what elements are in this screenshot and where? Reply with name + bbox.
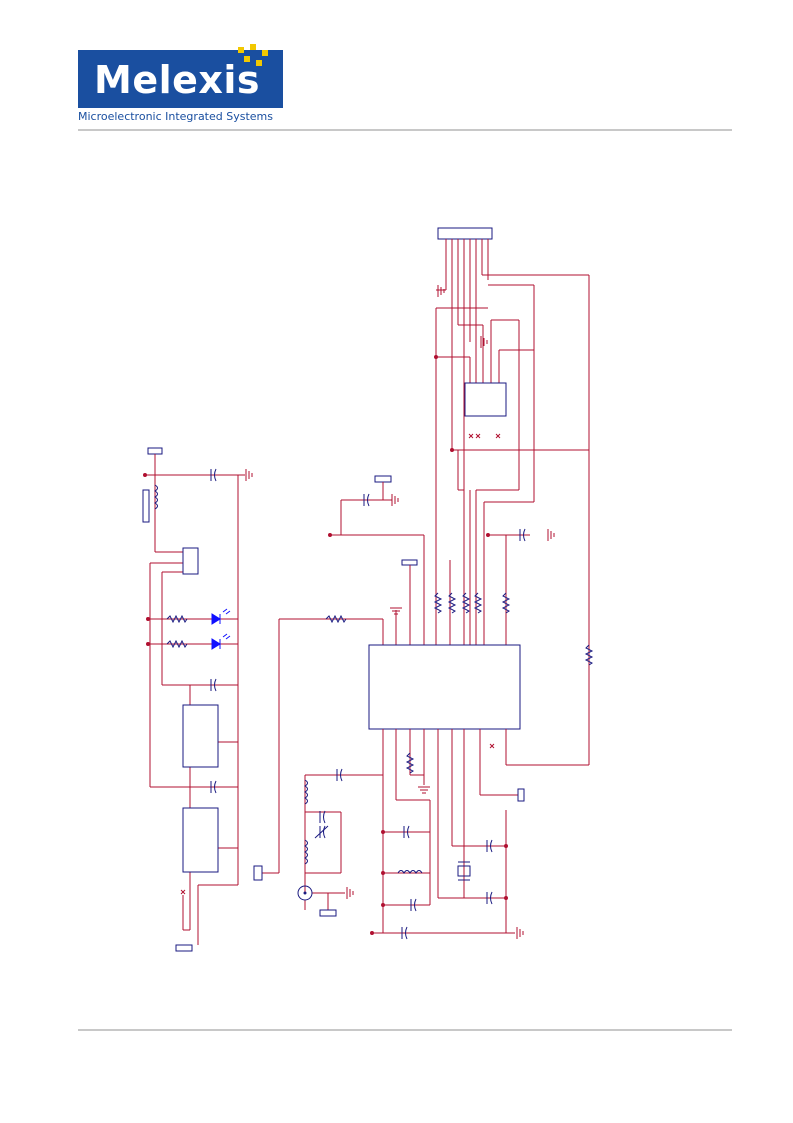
ic-u2 — [182, 807, 219, 873]
mid-wiring — [262, 475, 425, 874]
ic-u3 — [464, 382, 507, 417]
regulator-ic — [182, 547, 199, 575]
bus-components — [434, 284, 593, 666]
logo-wordmark: Melexis — [94, 58, 261, 102]
logo-dots-icon — [238, 44, 268, 66]
header-divider — [78, 129, 732, 131]
led-2-icon — [211, 638, 221, 650]
inductor-core — [142, 489, 150, 523]
ground-symbol — [516, 926, 524, 940]
connector-j4 — [517, 788, 525, 802]
header-connector-j1 — [437, 227, 493, 240]
ground-symbol — [391, 493, 399, 507]
crystal-x1 — [457, 865, 471, 877]
connector-j3 — [401, 559, 418, 566]
connector-top — [147, 447, 163, 455]
power-components — [142, 468, 253, 952]
ground-symbol — [547, 528, 555, 542]
capacitor-c7 — [319, 810, 326, 824]
connector-j5 — [319, 909, 337, 917]
connector-bus — [434, 227, 590, 765]
ic-u1 — [182, 704, 219, 768]
rf-components — [297, 743, 525, 940]
antenna-coax-icon — [297, 885, 313, 901]
footer-divider — [78, 1029, 732, 1031]
mid-components — [253, 493, 403, 881]
ground-symbol — [480, 335, 488, 349]
main-transceiver-ic — [368, 644, 521, 730]
rf-section-wiring — [304, 729, 589, 935]
trimmer-capacitor — [319, 825, 326, 839]
ground-symbol — [346, 886, 354, 900]
connector-antenna — [253, 865, 263, 881]
inductor-l4 — [397, 870, 423, 874]
led-1-icon — [211, 613, 221, 625]
ground-symbol — [245, 468, 253, 482]
logo-tagline: Microelectronic Integrated Systems — [78, 110, 273, 123]
melexis-logo: Melexis Microelectronic Integrated Syste… — [78, 44, 283, 126]
ground-symbol — [437, 284, 445, 298]
power-supply-section — [143, 447, 245, 945]
connector-bottom — [175, 944, 193, 952]
ground-symbol — [417, 786, 431, 794]
connector-j2 — [374, 475, 392, 483]
